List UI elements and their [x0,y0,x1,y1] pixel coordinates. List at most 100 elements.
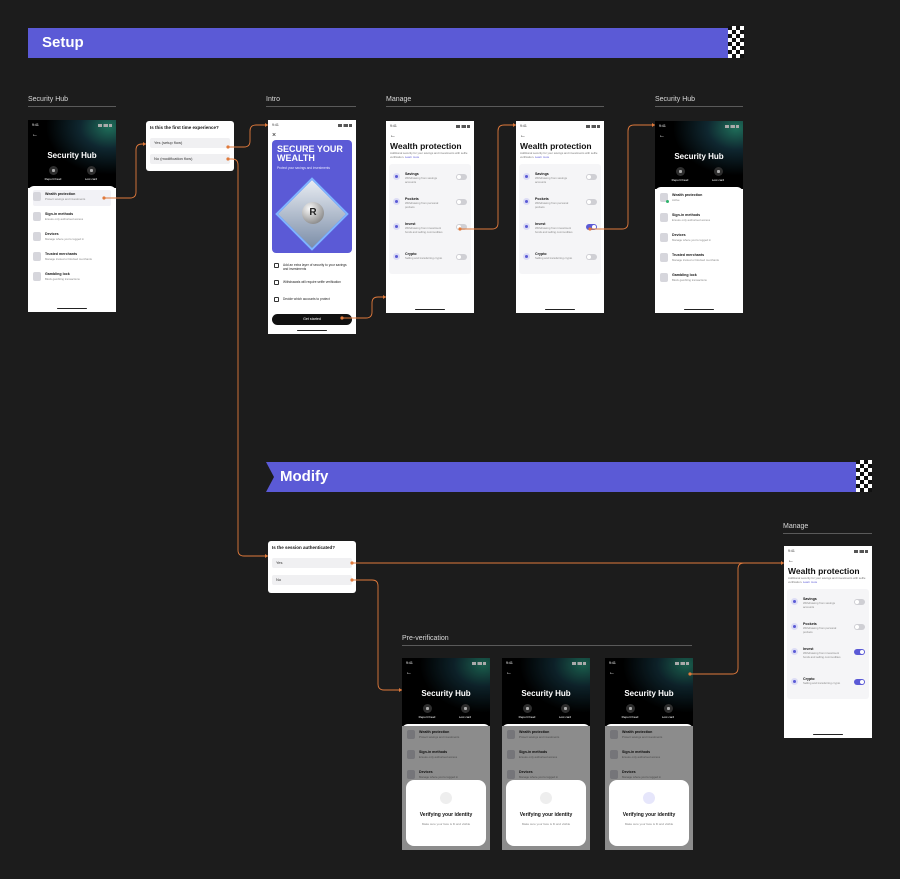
close-icon[interactable]: × [272,132,277,139]
crypto-icon [393,253,400,260]
wealth-icon [33,192,41,201]
invest-toggle[interactable] [854,649,865,655]
megaphone-icon [625,704,635,713]
crypto-toggle[interactable] [586,254,597,260]
pockets-toggle[interactable] [854,624,865,630]
lost-card-action[interactable]: Lost card [79,166,103,181]
invest-icon [393,223,400,230]
connector-yes-to-intro [228,124,268,148]
store-icon [660,253,668,262]
modify-checker-flag [856,460,872,492]
savings-icon [393,173,400,180]
lost-card-action[interactable]: Lost card [706,167,730,182]
back-arrow-icon[interactable]: ← [506,670,512,676]
label-security-hub-2: Security Hub [655,96,696,103]
lock-icon [33,272,41,281]
connector-manage-to-hub [590,124,655,230]
pockets-icon [393,198,400,205]
modify-title: Modify [280,468,329,485]
back-arrow-icon[interactable]: ← [520,133,526,139]
security-hub-screen: 9:41 ← Security Hub Report fraud Lost ca… [28,120,116,312]
megaphone-icon [675,167,685,176]
back-arrow-icon[interactable]: ← [390,133,396,139]
option-no[interactable]: No [272,575,352,585]
hub-title: Security Hub [47,151,97,160]
savings-toggle[interactable] [456,174,467,180]
crypto-icon [523,253,530,260]
back-arrow-icon[interactable]: ← [32,132,38,138]
savings-toggle[interactable] [854,599,865,605]
intro-screen: 9:41 × SECURE YOUR WEALTH Protect your s… [268,120,356,334]
report-fraud-action[interactable]: Report fraud [41,166,65,181]
back-arrow-icon[interactable]: ← [659,133,665,139]
wealth-protection-screen-2: 9:41 ← Wealth protection Additional secu… [516,121,604,313]
shield-icon [274,263,279,268]
label-manage: Manage [386,96,412,103]
security-hub-screen-active: 9:41 ← Security Hub Report fraud Lost ca… [655,121,743,313]
setup-checker-flag [728,26,744,58]
coin-logo: R [302,202,324,224]
invest-toggle[interactable] [586,224,597,230]
lock-icon [660,273,668,282]
option-yes-setup[interactable]: Yes (setup flow) [150,138,230,148]
option-yes[interactable]: Yes [272,558,352,568]
megaphone-icon [48,166,58,175]
pockets-icon [523,198,530,205]
verify-sheet: Verifying your identity Make sure your f… [506,780,586,846]
selfie-icon [274,280,279,285]
connector-verified-to-manage [690,562,784,675]
verify-sheet: Verifying your identity Make sure your f… [609,780,689,846]
back-arrow-icon[interactable]: ← [788,558,794,564]
get-started-button[interactable]: Get started [272,314,352,325]
pre-verification-screen-2: 9:41 ← Security Hub Report fraud Lost ca… [502,658,590,850]
invest-toggle[interactable] [456,224,467,230]
back-arrow-icon[interactable]: ← [406,670,412,676]
decision-first-time: Is this the first time experience? Yes (… [146,121,234,171]
crypto-toggle[interactable] [456,254,467,260]
lock-icon [540,792,552,804]
megaphone-icon [522,704,532,713]
card-icon [86,166,96,175]
card-icon [663,704,673,713]
connector-no-to-modify [228,158,268,557]
back-arrow-icon[interactable]: ← [609,670,615,676]
pockets-toggle[interactable] [586,199,597,205]
card-icon [713,167,723,176]
key-icon [33,212,41,221]
option-no-modification[interactable]: No (modification flow) [150,154,230,164]
device-icon [660,233,668,242]
invest-icon [523,223,530,230]
label-intro: Intro [266,96,281,103]
pre-verification-screen-1: 9:41 ← Security Hub Report fraud Lost ca… [402,658,490,850]
key-icon [660,213,668,222]
pockets-toggle[interactable] [456,199,467,205]
savings-toggle[interactable] [586,174,597,180]
crypto-toggle[interactable] [854,679,865,685]
report-fraud-action[interactable]: Report fraud [668,167,692,182]
account-icon [274,297,279,302]
face-scan-icon [440,792,452,804]
